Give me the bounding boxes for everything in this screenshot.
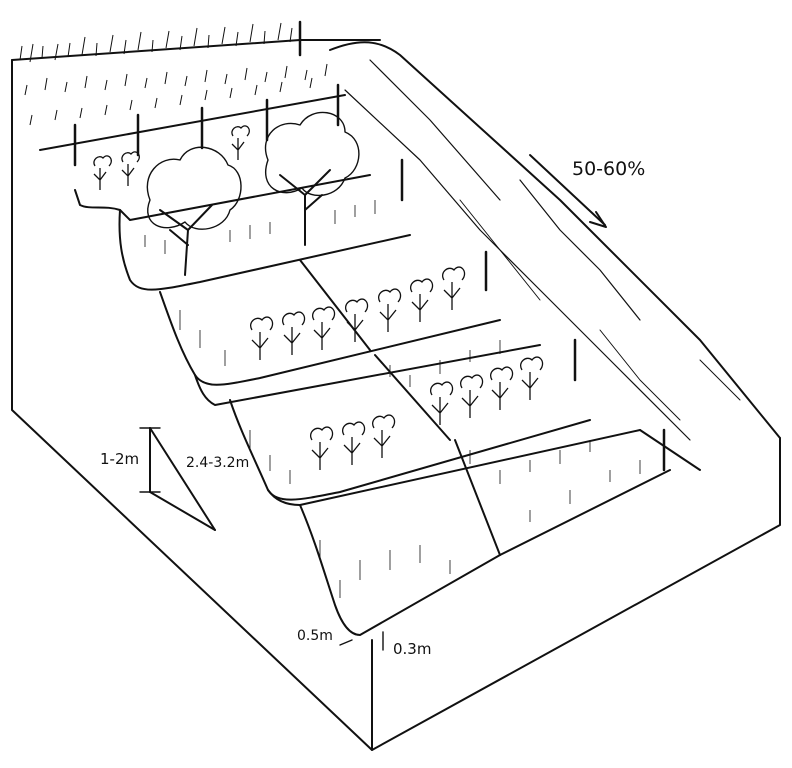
riser-height-label: 1-2m <box>100 450 140 468</box>
tree-left <box>146 146 242 276</box>
profile-wedge <box>149 427 216 531</box>
dimension-marks <box>139 427 384 651</box>
terrace-3 <box>229 354 641 506</box>
bench-width-label: 2.4-3.2m <box>186 455 250 471</box>
hillside <box>329 41 781 441</box>
seedling-row-bottom <box>310 356 544 470</box>
fence-posts <box>73 20 666 472</box>
slope-arrow <box>529 154 607 228</box>
seedling-rows <box>93 125 544 470</box>
terrace-2 <box>159 259 541 406</box>
surface-hatching <box>144 200 641 598</box>
lip-height-label: 0.3m <box>393 640 432 658</box>
seedling-row-middle <box>250 266 466 360</box>
lip-width-label: 0.5m <box>297 628 333 644</box>
seedling-row-top <box>93 125 250 190</box>
grass-band <box>19 22 328 126</box>
slope-gradient-label: 50-60% <box>572 158 646 180</box>
tree-right <box>265 111 360 246</box>
terrace-1 <box>39 94 411 291</box>
terrace-4 <box>299 429 701 636</box>
